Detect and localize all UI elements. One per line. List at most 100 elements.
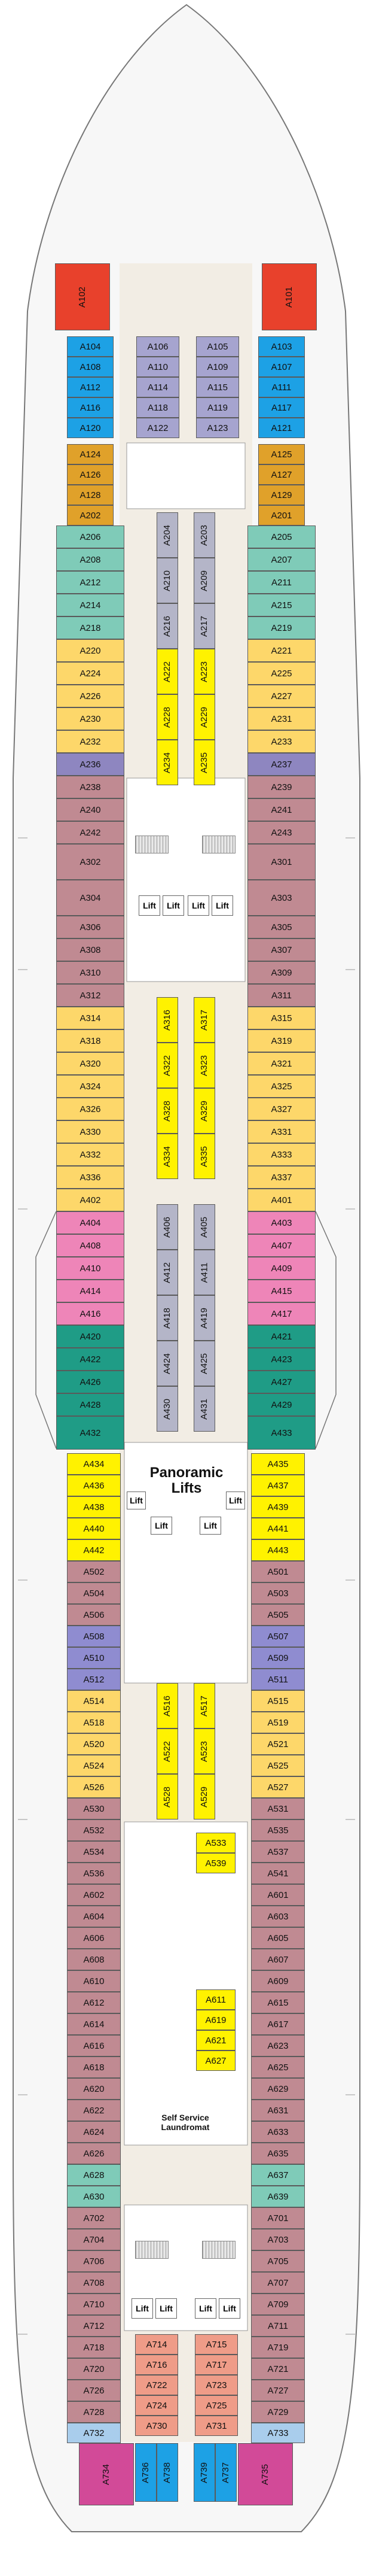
cabin-a716[interactable]: A716 xyxy=(135,2355,178,2375)
cabin-a216[interactable]: A216 xyxy=(157,603,178,649)
cabin-a314[interactable]: A314 xyxy=(56,1007,124,1029)
cabin-a202[interactable]: A202 xyxy=(67,505,114,525)
cabin-a409[interactable]: A409 xyxy=(247,1257,316,1280)
cabin-a225[interactable]: A225 xyxy=(247,662,316,685)
cabin-a431[interactable]: A431 xyxy=(194,1386,215,1432)
cabin-a329[interactable]: A329 xyxy=(194,1088,215,1134)
cabin-a515[interactable]: A515 xyxy=(251,1690,305,1712)
cabin-a106[interactable]: A106 xyxy=(136,336,179,357)
cabin-a618[interactable]: A618 xyxy=(67,2056,121,2078)
cabin-a522[interactable]: A522 xyxy=(157,1729,178,1774)
cabin-a616[interactable]: A616 xyxy=(67,2035,121,2056)
cabin-a219[interactable]: A219 xyxy=(247,616,316,639)
cabin-a725[interactable]: A725 xyxy=(195,2395,238,2416)
cabin-a731[interactable]: A731 xyxy=(195,2416,238,2436)
cabin-a111[interactable]: A111 xyxy=(258,377,305,397)
cabin-a512[interactable]: A512 xyxy=(67,1669,121,1690)
cabin-a505[interactable]: A505 xyxy=(251,1604,305,1626)
cabin-a510[interactable]: A510 xyxy=(67,1647,121,1669)
cabin-a721[interactable]: A721 xyxy=(251,2358,305,2380)
cabin-a319[interactable]: A319 xyxy=(247,1029,316,1052)
cabin-a415[interactable]: A415 xyxy=(247,1280,316,1302)
cabin-a408[interactable]: A408 xyxy=(56,1234,124,1257)
cabin-a238[interactable]: A238 xyxy=(56,776,124,798)
cabin-a117[interactable]: A117 xyxy=(258,397,305,418)
cabin-a401[interactable]: A401 xyxy=(247,1189,316,1211)
cabin-a411[interactable]: A411 xyxy=(194,1250,215,1295)
cabin-a701[interactable]: A701 xyxy=(251,2207,305,2229)
cabin-a717[interactable]: A717 xyxy=(195,2355,238,2375)
cabin-a502[interactable]: A502 xyxy=(67,1561,121,1582)
cabin-a410[interactable]: A410 xyxy=(56,1257,124,1280)
cabin-a525[interactable]: A525 xyxy=(251,1755,305,1776)
cabin-a501[interactable]: A501 xyxy=(251,1561,305,1582)
cabin-a626[interactable]: A626 xyxy=(67,2143,121,2164)
cabin-a403[interactable]: A403 xyxy=(247,1211,316,1234)
cabin-a234[interactable]: A234 xyxy=(157,740,178,785)
cabin-a735[interactable]: A735 xyxy=(238,2443,293,2505)
cabin-a102[interactable]: A102 xyxy=(55,263,110,330)
cabin-a523[interactable]: A523 xyxy=(194,1729,215,1774)
cabin-a609[interactable]: A609 xyxy=(251,1970,305,1992)
cabin-a436[interactable]: A436 xyxy=(67,1475,121,1496)
cabin-a435[interactable]: A435 xyxy=(251,1453,305,1475)
cabin-a425[interactable]: A425 xyxy=(194,1341,215,1386)
cabin-a304[interactable]: A304 xyxy=(56,880,124,916)
cabin-a233[interactable]: A233 xyxy=(247,730,316,753)
cabin-a221[interactable]: A221 xyxy=(247,639,316,662)
cabin-a107[interactable]: A107 xyxy=(258,357,305,377)
cabin-a301[interactable]: A301 xyxy=(247,844,316,880)
cabin-a220[interactable]: A220 xyxy=(56,639,124,662)
cabin-a526[interactable]: A526 xyxy=(67,1776,121,1798)
cabin-a228[interactable]: A228 xyxy=(157,694,178,740)
cabin-a715[interactable]: A715 xyxy=(195,2334,238,2355)
cabin-a118[interactable]: A118 xyxy=(136,397,179,418)
cabin-a334[interactable]: A334 xyxy=(157,1134,178,1179)
cabin-a719[interactable]: A719 xyxy=(251,2337,305,2358)
cabin-a230[interactable]: A230 xyxy=(56,707,124,730)
cabin-a726[interactable]: A726 xyxy=(67,2380,121,2401)
cabin-a332[interactable]: A332 xyxy=(56,1143,124,1166)
cabin-a217[interactable]: A217 xyxy=(194,603,215,649)
cabin-a308[interactable]: A308 xyxy=(56,938,124,961)
cabin-a406[interactable]: A406 xyxy=(157,1204,178,1250)
cabin-a531[interactable]: A531 xyxy=(251,1798,305,1819)
cabin-a601[interactable]: A601 xyxy=(251,1884,305,1906)
cabin-a635[interactable]: A635 xyxy=(251,2143,305,2164)
cabin-a423[interactable]: A423 xyxy=(247,1348,316,1371)
cabin-a211[interactable]: A211 xyxy=(247,571,316,594)
cabin-a602[interactable]: A602 xyxy=(67,1884,121,1906)
cabin-a610[interactable]: A610 xyxy=(67,1970,121,1992)
cabin-a321[interactable]: A321 xyxy=(247,1052,316,1075)
cabin-a733[interactable]: A733 xyxy=(251,2423,305,2443)
cabin-a404[interactable]: A404 xyxy=(56,1211,124,1234)
cabin-a235[interactable]: A235 xyxy=(194,740,215,785)
cabin-a305[interactable]: A305 xyxy=(247,916,316,938)
cabin-a320[interactable]: A320 xyxy=(56,1052,124,1075)
cabin-a442[interactable]: A442 xyxy=(67,1539,121,1561)
cabin-a508[interactable]: A508 xyxy=(67,1626,121,1647)
cabin-a612[interactable]: A612 xyxy=(67,1992,121,2013)
cabin-a718[interactable]: A718 xyxy=(67,2337,121,2358)
cabin-a243[interactable]: A243 xyxy=(247,821,316,844)
cabin-a705[interactable]: A705 xyxy=(251,2250,305,2272)
cabin-a528[interactable]: A528 xyxy=(157,1774,178,1819)
cabin-a241[interactable]: A241 xyxy=(247,798,316,821)
cabin-a434[interactable]: A434 xyxy=(67,1453,121,1475)
cabin-a212[interactable]: A212 xyxy=(56,571,124,594)
cabin-a223[interactable]: A223 xyxy=(194,649,215,694)
cabin-a437[interactable]: A437 xyxy=(251,1475,305,1496)
cabin-a209[interactable]: A209 xyxy=(194,558,215,603)
cabin-a420[interactable]: A420 xyxy=(56,1325,124,1348)
cabin-a103[interactable]: A103 xyxy=(258,336,305,357)
cabin-a318[interactable]: A318 xyxy=(56,1029,124,1052)
cabin-a428[interactable]: A428 xyxy=(56,1393,124,1416)
cabin-a310[interactable]: A310 xyxy=(56,961,124,984)
cabin-a325[interactable]: A325 xyxy=(247,1075,316,1098)
cabin-a711[interactable]: A711 xyxy=(251,2315,305,2337)
cabin-a322[interactable]: A322 xyxy=(157,1043,178,1088)
cabin-a630[interactable]: A630 xyxy=(67,2186,121,2207)
cabin-a421[interactable]: A421 xyxy=(247,1325,316,1348)
cabin-a620[interactable]: A620 xyxy=(67,2078,121,2100)
cabin-a426[interactable]: A426 xyxy=(56,1371,124,1393)
